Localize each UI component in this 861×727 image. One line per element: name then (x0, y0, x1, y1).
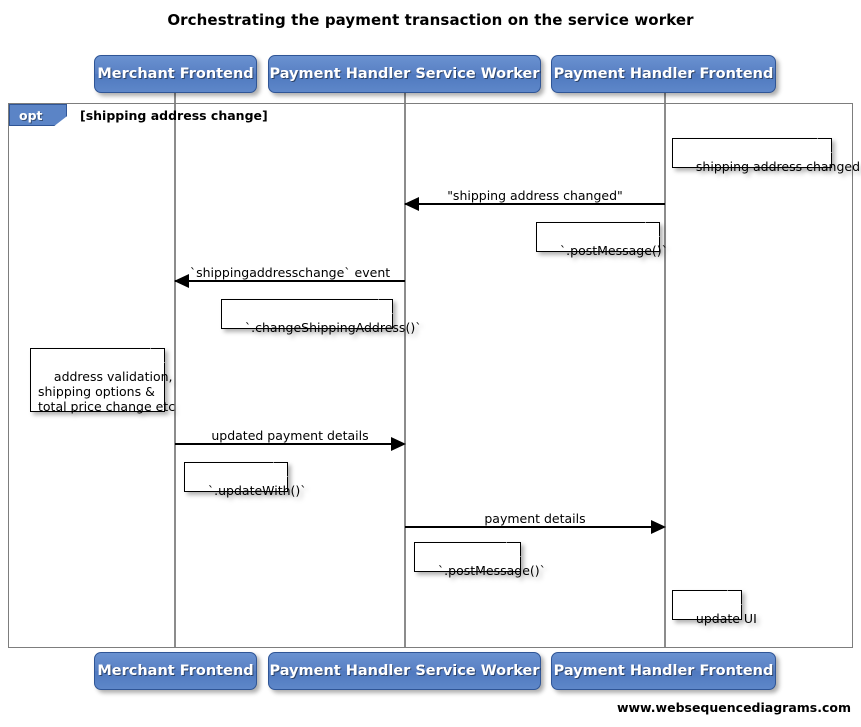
note-text: `.updateWith()` (207, 483, 307, 498)
note-text: shipping address changed (695, 159, 861, 174)
note-fold-icon (817, 138, 832, 153)
page-title: Orchestrating the payment transaction on… (167, 11, 694, 29)
note-text: `.postMessage()` (559, 243, 668, 258)
participant-merchant-frontend-top[interactable]: Merchant Frontend (94, 55, 257, 93)
note-address-validation: address validation, shipping options & t… (30, 348, 175, 414)
participant-payment-handler-frontend-bottom[interactable]: Payment Handler Frontend (551, 652, 776, 690)
message-line-updated-payment-details (175, 443, 391, 445)
participant-payment-handler-service-worker-bottom[interactable]: Payment Handler Service Worker (268, 652, 541, 690)
participant-label: Merchant Frontend (97, 66, 254, 82)
note-update-ui: update UI (672, 590, 757, 626)
note-text: `.postMessage()` (437, 563, 546, 578)
message-label-shipping-address-changed: "shipping address changed" (447, 188, 623, 203)
note-fold-icon (506, 542, 521, 557)
note-fold-icon (727, 590, 742, 605)
participant-label: Payment Handler Frontend (553, 663, 774, 679)
participant-payment-handler-frontend-top[interactable]: Payment Handler Frontend (551, 55, 776, 93)
lifeline-payment-handler-service-worker (404, 92, 406, 648)
note-fold-icon (378, 299, 393, 314)
lifeline-payment-handler-frontend (664, 92, 666, 648)
note-post-message-2: `.postMessage()` (414, 542, 546, 578)
participant-label: Payment Handler Service Worker (269, 663, 540, 679)
arrowhead-right-icon (651, 520, 666, 534)
note-shipping-address-changed: shipping address changed (672, 138, 860, 174)
participant-payment-handler-service-worker-top[interactable]: Payment Handler Service Worker (268, 55, 541, 93)
message-line-shippingaddresschange-event (175, 280, 405, 282)
note-fold-icon (150, 348, 165, 363)
fragment-opt-tag: opt (9, 104, 67, 126)
note-text: `.changeShippingAddress()` (244, 320, 422, 335)
participant-label: Merchant Frontend (97, 663, 254, 679)
note-text: address validation, shipping options & t… (38, 369, 176, 414)
arrowhead-right-icon (391, 437, 406, 451)
lifeline-merchant-frontend (174, 92, 176, 648)
note-update-with: `.updateWith()` (184, 462, 307, 498)
note-fold-icon (273, 462, 288, 477)
arrowhead-left-icon (404, 197, 419, 211)
participant-label: Payment Handler Frontend (553, 66, 774, 82)
fragment-opt-condition: [shipping address change] (80, 108, 268, 123)
participant-label: Payment Handler Service Worker (269, 66, 540, 82)
note-post-message-1: `.postMessage()` (536, 222, 668, 258)
message-label-shippingaddresschange-event: `shippingaddresschange` event (189, 265, 391, 280)
message-label-payment-details: payment details (484, 511, 586, 526)
note-fold-icon (645, 222, 660, 237)
fragment-opt (8, 103, 853, 648)
message-line-payment-details (405, 526, 651, 528)
message-label-updated-payment-details: updated payment details (211, 428, 369, 443)
participant-merchant-frontend-bottom[interactable]: Merchant Frontend (94, 652, 257, 690)
note-text: update UI (695, 611, 757, 626)
footer-watermark: www.websequencediagrams.com (616, 700, 851, 715)
arrowhead-left-icon (174, 274, 189, 288)
note-change-shipping-address: `.changeShippingAddress()` (221, 299, 421, 335)
message-line-shipping-address-changed (405, 203, 665, 205)
